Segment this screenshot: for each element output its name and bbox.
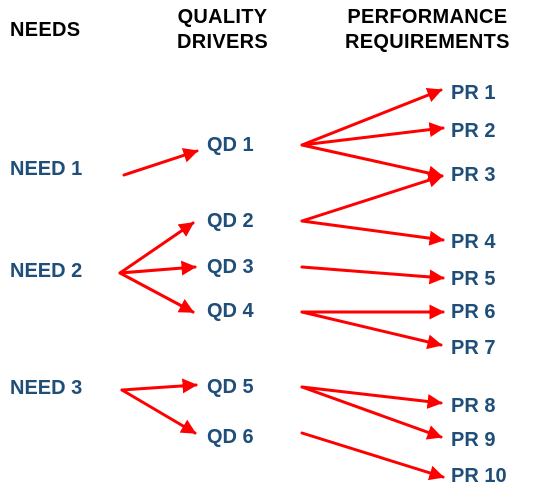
arrow-need-2-to-qd-4 <box>118 271 195 314</box>
needs-header: NEEDS <box>10 18 80 43</box>
need-1: NEED 1 <box>10 158 83 180</box>
arrow-need-3-to-qd-5 <box>120 378 198 394</box>
arrow-qd-5-to-pr-9 <box>300 385 443 440</box>
arrow-qd-4-to-pr-7 <box>300 310 443 350</box>
arrow-qd-1-to-pr-3 <box>300 143 444 181</box>
arrow-need-3-to-qd-6 <box>120 388 197 435</box>
arrow-qd-3-to-pr-5 <box>300 265 445 285</box>
arrow-qd-1-to-pr-1 <box>300 87 443 147</box>
performance-requirements-header-line-1: PERFORMANCE <box>347 6 508 28</box>
arrow-need-1-to-qd-1 <box>122 148 199 177</box>
arrow-need-2-to-qd-3 <box>118 260 197 276</box>
pr-7: PR 7 <box>451 337 496 359</box>
arrow-qd-1-to-pr-2 <box>300 122 445 147</box>
need-2: NEED 2 <box>10 260 83 282</box>
pr-6: PR 6 <box>451 301 496 323</box>
need-3: NEED 3 <box>10 377 83 399</box>
qd-3: QD 3 <box>207 256 254 278</box>
qd-2: QD 2 <box>207 210 254 232</box>
qd-4: QD 4 <box>207 300 254 322</box>
pr-9: PR 9 <box>451 429 496 451</box>
quality-drivers-header: QUALITY DRIVERS <box>177 5 268 55</box>
arrow-qd-6-to-pr-10 <box>300 431 445 481</box>
qd-6: QD 6 <box>207 426 254 448</box>
arrow-qd-2-to-pr-4 <box>300 219 445 246</box>
arrow-qd-2-to-pr-3 <box>300 172 444 223</box>
quality-drivers-header-line-1: QUALITY <box>177 6 268 28</box>
pr-2: PR 2 <box>451 120 496 142</box>
performance-requirements-header: PERFORMANCE REQUIREMENTS <box>345 5 510 55</box>
pr-4: PR 4 <box>451 231 496 253</box>
arrow-qd-5-to-pr-8 <box>300 385 443 409</box>
pr-5: PR 5 <box>451 268 496 290</box>
performance-requirements-header-line-2: REQUIREMENTS <box>345 31 510 53</box>
pr-10: PR 10 <box>451 465 507 487</box>
pr-1: PR 1 <box>451 82 496 104</box>
pr-8: PR 8 <box>451 395 496 417</box>
quality-drivers-header-line-2: DRIVERS <box>177 31 269 53</box>
needs-header-label: NEEDS <box>10 19 81 41</box>
qd-1: QD 1 <box>207 134 254 156</box>
pr-3: PR 3 <box>451 164 496 186</box>
qd-5: QD 5 <box>207 376 254 398</box>
arrow-need-2-to-qd-2 <box>118 221 195 275</box>
